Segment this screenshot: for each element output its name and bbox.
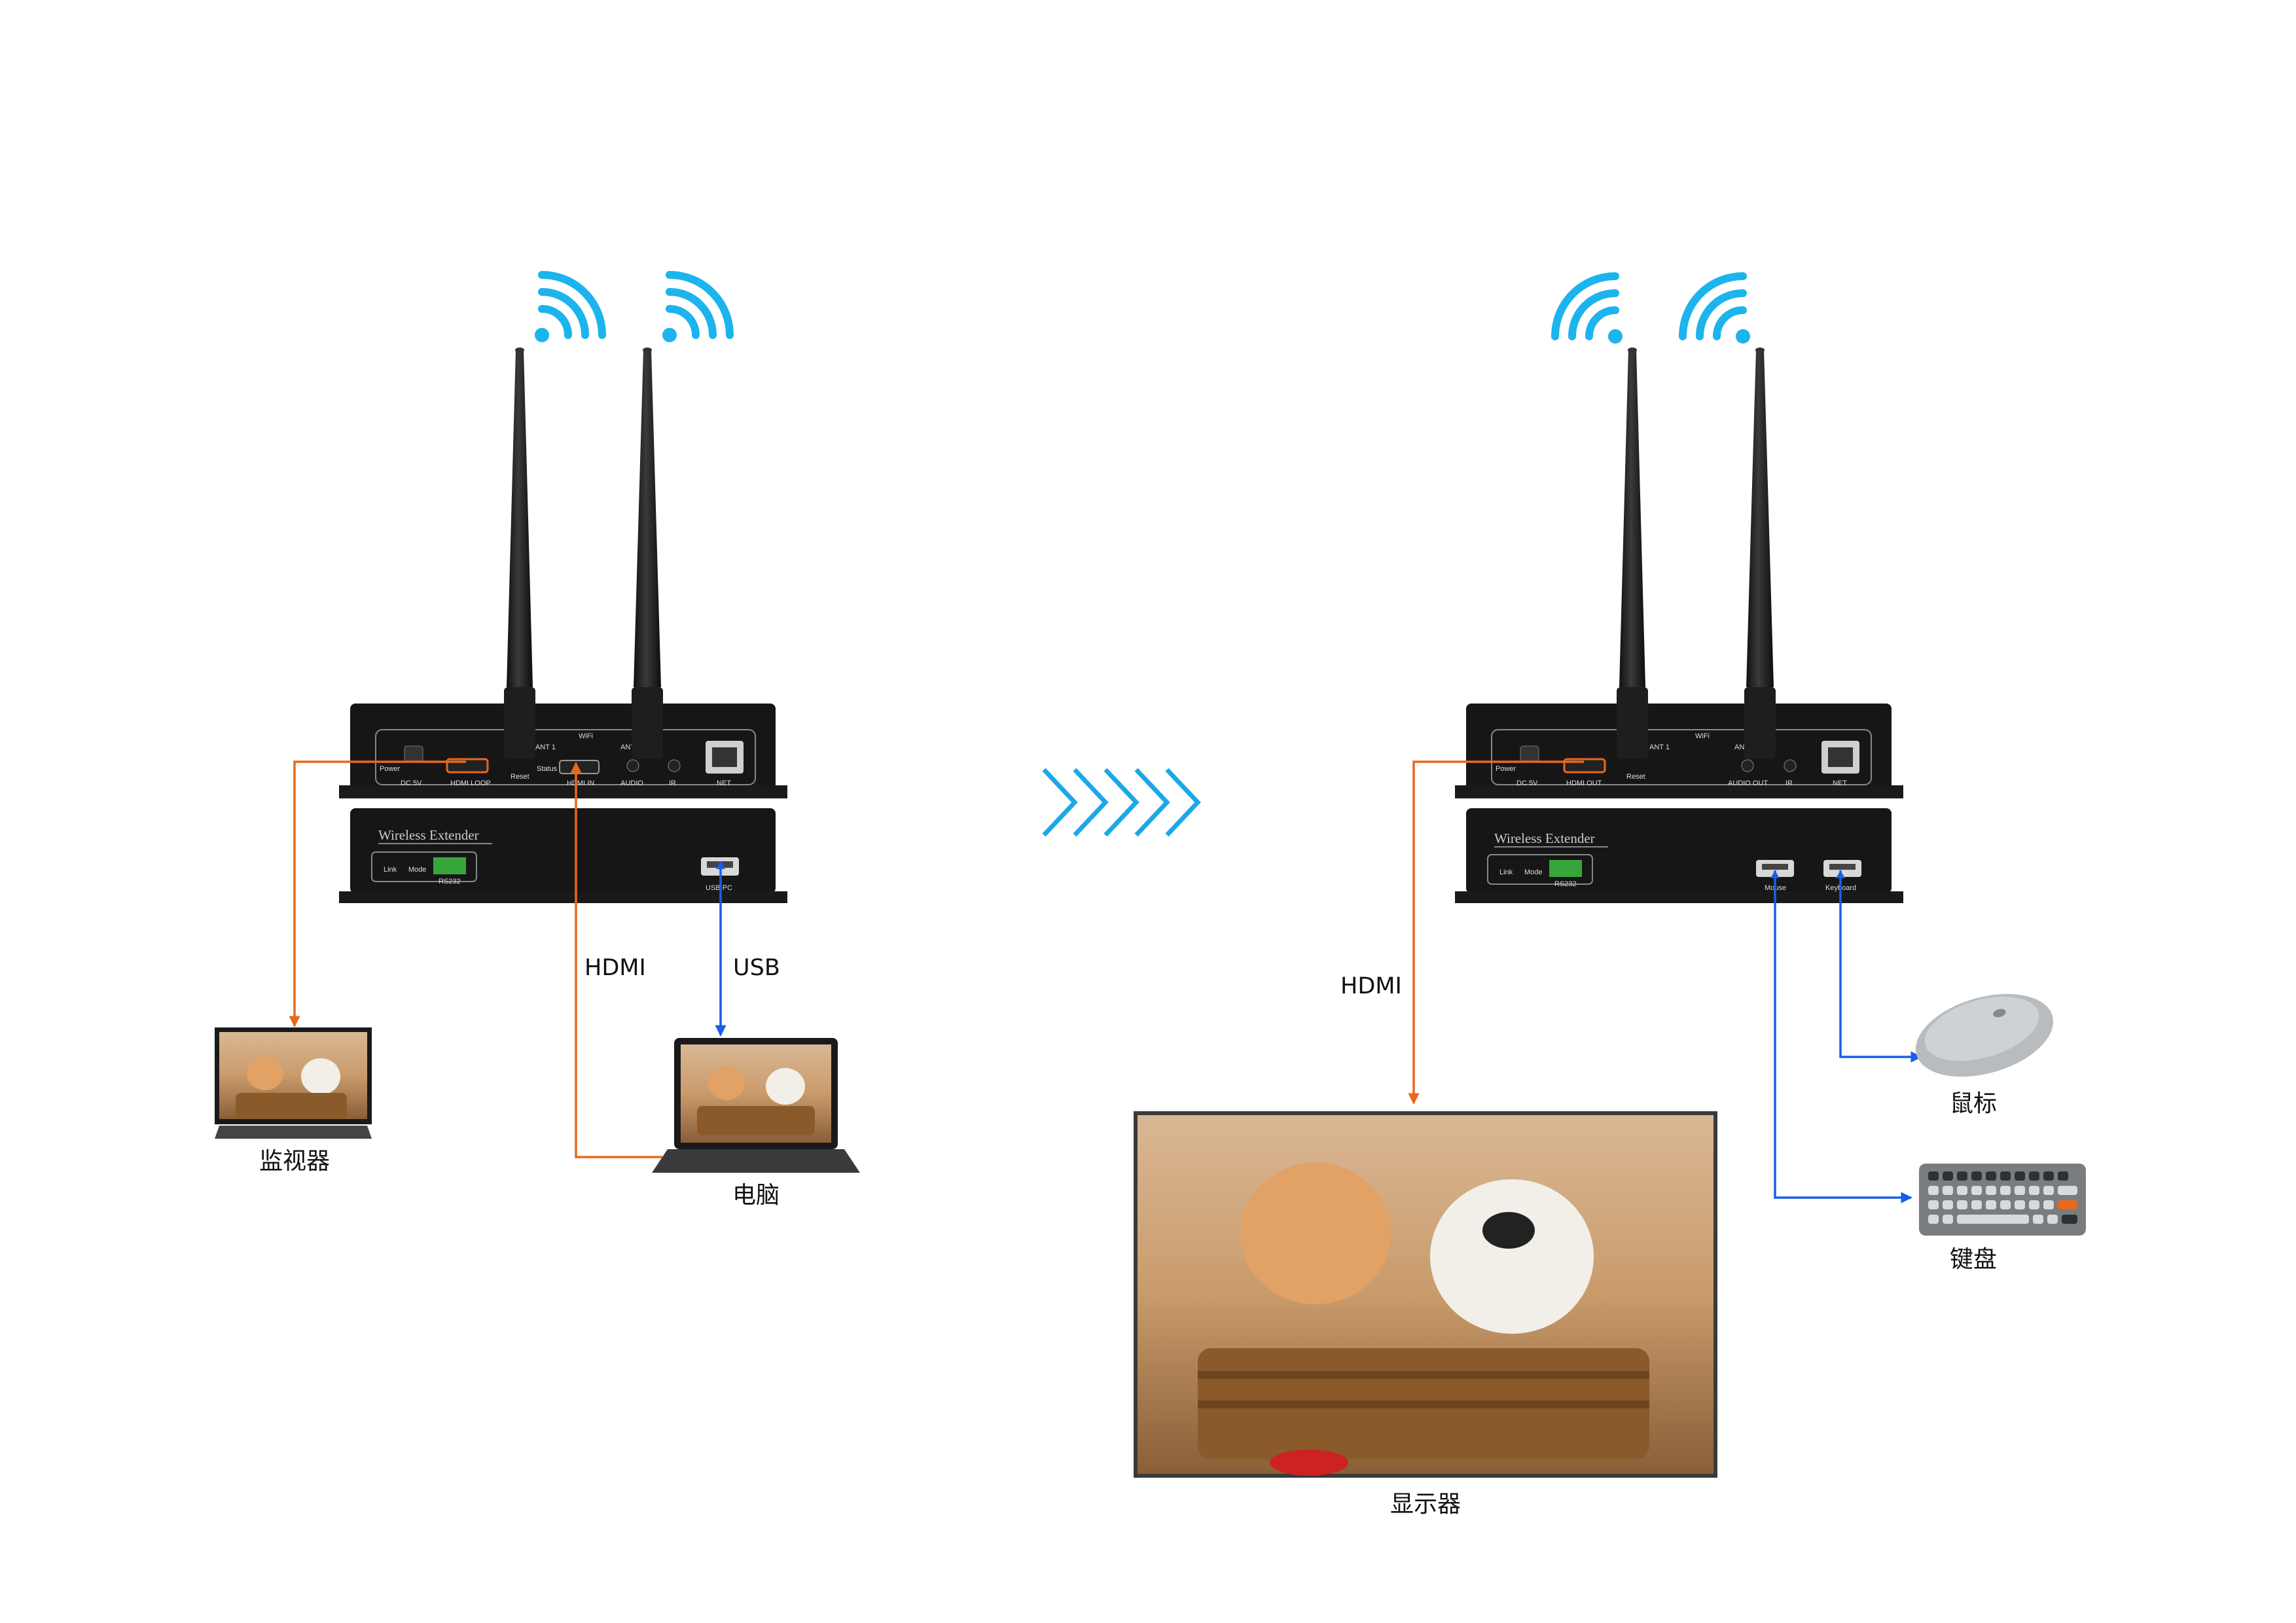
ir-label: IR — [1785, 779, 1793, 787]
reset-label: Reset — [1626, 773, 1645, 781]
hdmi-loop-label: HDMI LOOP — [450, 779, 491, 787]
net-label: NET — [717, 779, 731, 787]
wifi-icon — [662, 271, 734, 342]
mouse-usb-line — [1839, 870, 1922, 1063]
mouse — [1915, 993, 2054, 1077]
hdmi-line-label: HDMI — [1340, 973, 1402, 999]
mode-label: Mode — [1524, 868, 1543, 876]
dc-label: DC 5V — [401, 779, 422, 787]
link-label: Link — [384, 866, 397, 874]
display-label: 显示器 — [1390, 1491, 1461, 1518]
mode-label: Mode — [408, 866, 427, 874]
link-label: Link — [1499, 868, 1513, 876]
receiver-rear-panel: Power DC 5V HDMI OUT Reset WiFi ANT 1 AN… — [1455, 704, 1903, 798]
usb-pc-label: USB PC — [706, 884, 732, 892]
net-label: NET — [1833, 779, 1847, 787]
antenna — [1744, 348, 1776, 759]
computer-label: 电脑 — [732, 1182, 780, 1209]
transmitter-front-panel: Wireless Extender Link Mode RS232 USB PC — [339, 808, 787, 903]
audio-port — [626, 759, 639, 772]
antenna — [632, 348, 663, 759]
antenna — [1617, 348, 1648, 759]
power-label: Power — [380, 765, 401, 773]
dc-label: DC 5V — [1516, 779, 1538, 787]
laptop — [652, 1038, 860, 1173]
ir-port — [1784, 759, 1797, 772]
hdmi-loop-line — [289, 760, 466, 1027]
dc-port — [1520, 745, 1539, 762]
hdmi-in-port — [559, 760, 600, 774]
ant1-label: ANT 1 — [1649, 743, 1670, 751]
rs232-label: RS232 — [1554, 880, 1577, 888]
receiver-group: Power DC 5V HDMI OUT Reset WiFi ANT 1 AN… — [1134, 272, 2086, 1518]
mouse-label: 鼠标 — [1950, 1090, 1997, 1117]
rs232-label: RS232 — [439, 878, 461, 885]
hdmi-in-line — [570, 762, 662, 1158]
monitor-label: 监视器 — [259, 1148, 330, 1175]
keyboard-usb-line — [1774, 870, 1912, 1204]
dc-port — [404, 745, 423, 762]
transmitter-rear-panel: Power DC 5V HDMI LOOP Reset Status HDMI … — [339, 704, 787, 798]
ir-label: IR — [669, 779, 676, 787]
wifi-label: WiFi — [1695, 732, 1710, 740]
display — [1134, 1111, 1717, 1478]
receiver-front-panel: Wireless Extender Link Mode RS232 Mouse … — [1455, 808, 1903, 903]
rs232-port — [433, 857, 466, 874]
wifi-icon — [1551, 272, 1623, 344]
brand-label: Wireless Extender — [1494, 830, 1595, 846]
ir-port — [668, 759, 681, 772]
usb-line-label: USB — [733, 955, 780, 981]
monitor — [215, 1027, 372, 1139]
ant1-label: ANT 1 — [535, 743, 556, 751]
hdmi-in-label: HDMI IN — [567, 779, 594, 787]
hdmi-out-label: HDMI OUT — [1566, 779, 1602, 787]
audio-out-port — [1741, 759, 1754, 772]
hdmi-out-line — [1408, 760, 1584, 1105]
brand-label: Wireless Extender — [378, 827, 479, 843]
transmission-chevrons-icon — [1042, 768, 1201, 837]
wifi-icon — [1679, 272, 1750, 344]
reset-label: Reset — [511, 773, 529, 781]
audio-out-label: AUDIO OUT — [1728, 779, 1768, 787]
audio-label: AUDIO — [620, 779, 643, 787]
power-label: Power — [1496, 765, 1516, 773]
status-label: Status — [537, 765, 558, 773]
transmitter-group: Power DC 5V HDMI LOOP Reset Status HDMI … — [215, 271, 860, 1209]
keyboard-label: 键盘 — [1950, 1246, 1997, 1273]
rs232-port — [1549, 860, 1582, 877]
antenna — [504, 348, 535, 759]
hdmi-line-label: HDMI — [584, 955, 646, 981]
wifi-icon — [535, 271, 606, 342]
keyboard — [1919, 1164, 2086, 1236]
wifi-label: WiFi — [579, 732, 593, 740]
